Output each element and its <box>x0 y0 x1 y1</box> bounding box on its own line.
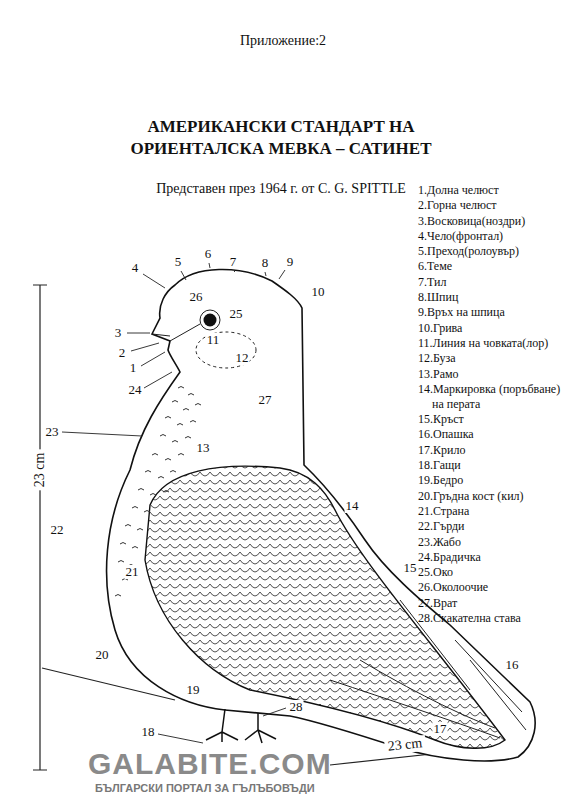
callout-number: 4 <box>131 261 140 275</box>
callout-number: 26 <box>189 290 204 304</box>
callout-number: 27 <box>258 393 273 407</box>
callout-number: 25 <box>229 307 244 321</box>
legend-item: 3.Восковица(ноздри) <box>418 214 561 229</box>
watermark: GALABITE.COM <box>88 748 332 780</box>
dimension-label: 23 cm <box>32 450 48 491</box>
legend-item: 7.Тил <box>418 275 561 290</box>
legend-item: 22.Гърди <box>418 519 561 534</box>
callout-number: 9 <box>286 255 295 269</box>
callout-number: 7 <box>229 255 238 269</box>
callout-number: 11 <box>206 333 221 347</box>
legend-item: 23.Жабо <box>418 535 561 550</box>
legend-item: 1.Долна челюст <box>418 183 561 198</box>
legend-item: 18.Гащи <box>418 458 561 473</box>
callout-number: 17 <box>433 722 448 736</box>
legend-item: 28.Скакателна става <box>418 611 561 626</box>
legend-item: 11.Линия на човката(лор) <box>418 336 561 351</box>
legend-item: 10.Грива <box>418 321 561 336</box>
legend-item: 25.Око <box>418 565 561 580</box>
leader-lines <box>62 263 286 743</box>
eye <box>204 314 217 327</box>
legend-item: 4.Чело(фронтал) <box>418 229 561 244</box>
callout-number: 19 <box>186 683 201 697</box>
legend-item: 13.Рамо <box>418 367 561 382</box>
legend-item: 2.Горна челюст <box>418 198 561 213</box>
callout-number: 1 <box>129 361 138 375</box>
legend-item: 24.Брадичка <box>418 550 561 565</box>
dimension-line <box>33 285 47 770</box>
flight-feathers <box>330 660 500 738</box>
callout-number: 14 <box>345 499 360 513</box>
callout-number: 3 <box>114 326 123 340</box>
callout-number: 24 <box>128 383 143 397</box>
title-heading: АМЕРИКАНСКИ СТАНДАРТ НА ОРИЕНТАЛСКА МЕВК… <box>91 116 471 160</box>
callout-number: 5 <box>174 255 183 269</box>
callout-number: 15 <box>403 561 418 575</box>
callout-number: 21 <box>125 565 140 579</box>
beak-line <box>152 324 200 341</box>
callout-number: 28 <box>289 700 304 714</box>
legs <box>206 709 276 743</box>
watermark: БЪЛГАРСКИ ПОРТАЛ ЗА ГЪЛЪБОВЪДИ <box>95 782 315 795</box>
callout-number: 18 <box>141 725 156 739</box>
legend-item: 14.Маркировка (поръбване) на перата <box>418 382 561 412</box>
callout-number: 23 <box>45 425 60 439</box>
callout-number: 13 <box>196 441 211 455</box>
legend-item: 9.Връх на шпица <box>418 305 561 320</box>
frill-feathers <box>115 387 201 597</box>
appendix-label: Приложение:2 <box>240 32 326 49</box>
eye-cere <box>200 310 220 330</box>
caption-text: Представен през 1964 г. от C. G. SPITTLE <box>98 180 464 197</box>
callout-number: 2 <box>118 346 127 360</box>
cheek-area <box>196 332 256 368</box>
legend-item: 17.Крило <box>418 443 561 458</box>
legend-item: 16.Опашка <box>418 427 561 442</box>
callout-number: 6 <box>204 247 213 261</box>
legend-item: 5.Преход(ролоувър) <box>418 244 561 259</box>
callout-number: 22 <box>50 523 65 537</box>
legend-item: 27.Врат <box>418 596 561 611</box>
callout-number: 20 <box>95 648 110 662</box>
callout-number: 12 <box>235 351 250 365</box>
legend-item: 21.Страна <box>418 504 561 519</box>
legend-item: 26.Околоочие <box>418 580 561 595</box>
legend-item: 8.Шпиц <box>418 290 561 305</box>
legend-item: 19.Бедро <box>418 473 561 488</box>
callout-number: 10 <box>311 285 326 299</box>
legend-item: 15.Кръст <box>418 412 561 427</box>
callout-number: 8 <box>261 256 270 270</box>
legend-item: 6.Теме <box>418 259 561 274</box>
callout-number: 16 <box>505 658 520 672</box>
legend-item: 12.Буза <box>418 351 561 366</box>
legend-item: 20.Гръдна кост (кил) <box>418 489 561 504</box>
